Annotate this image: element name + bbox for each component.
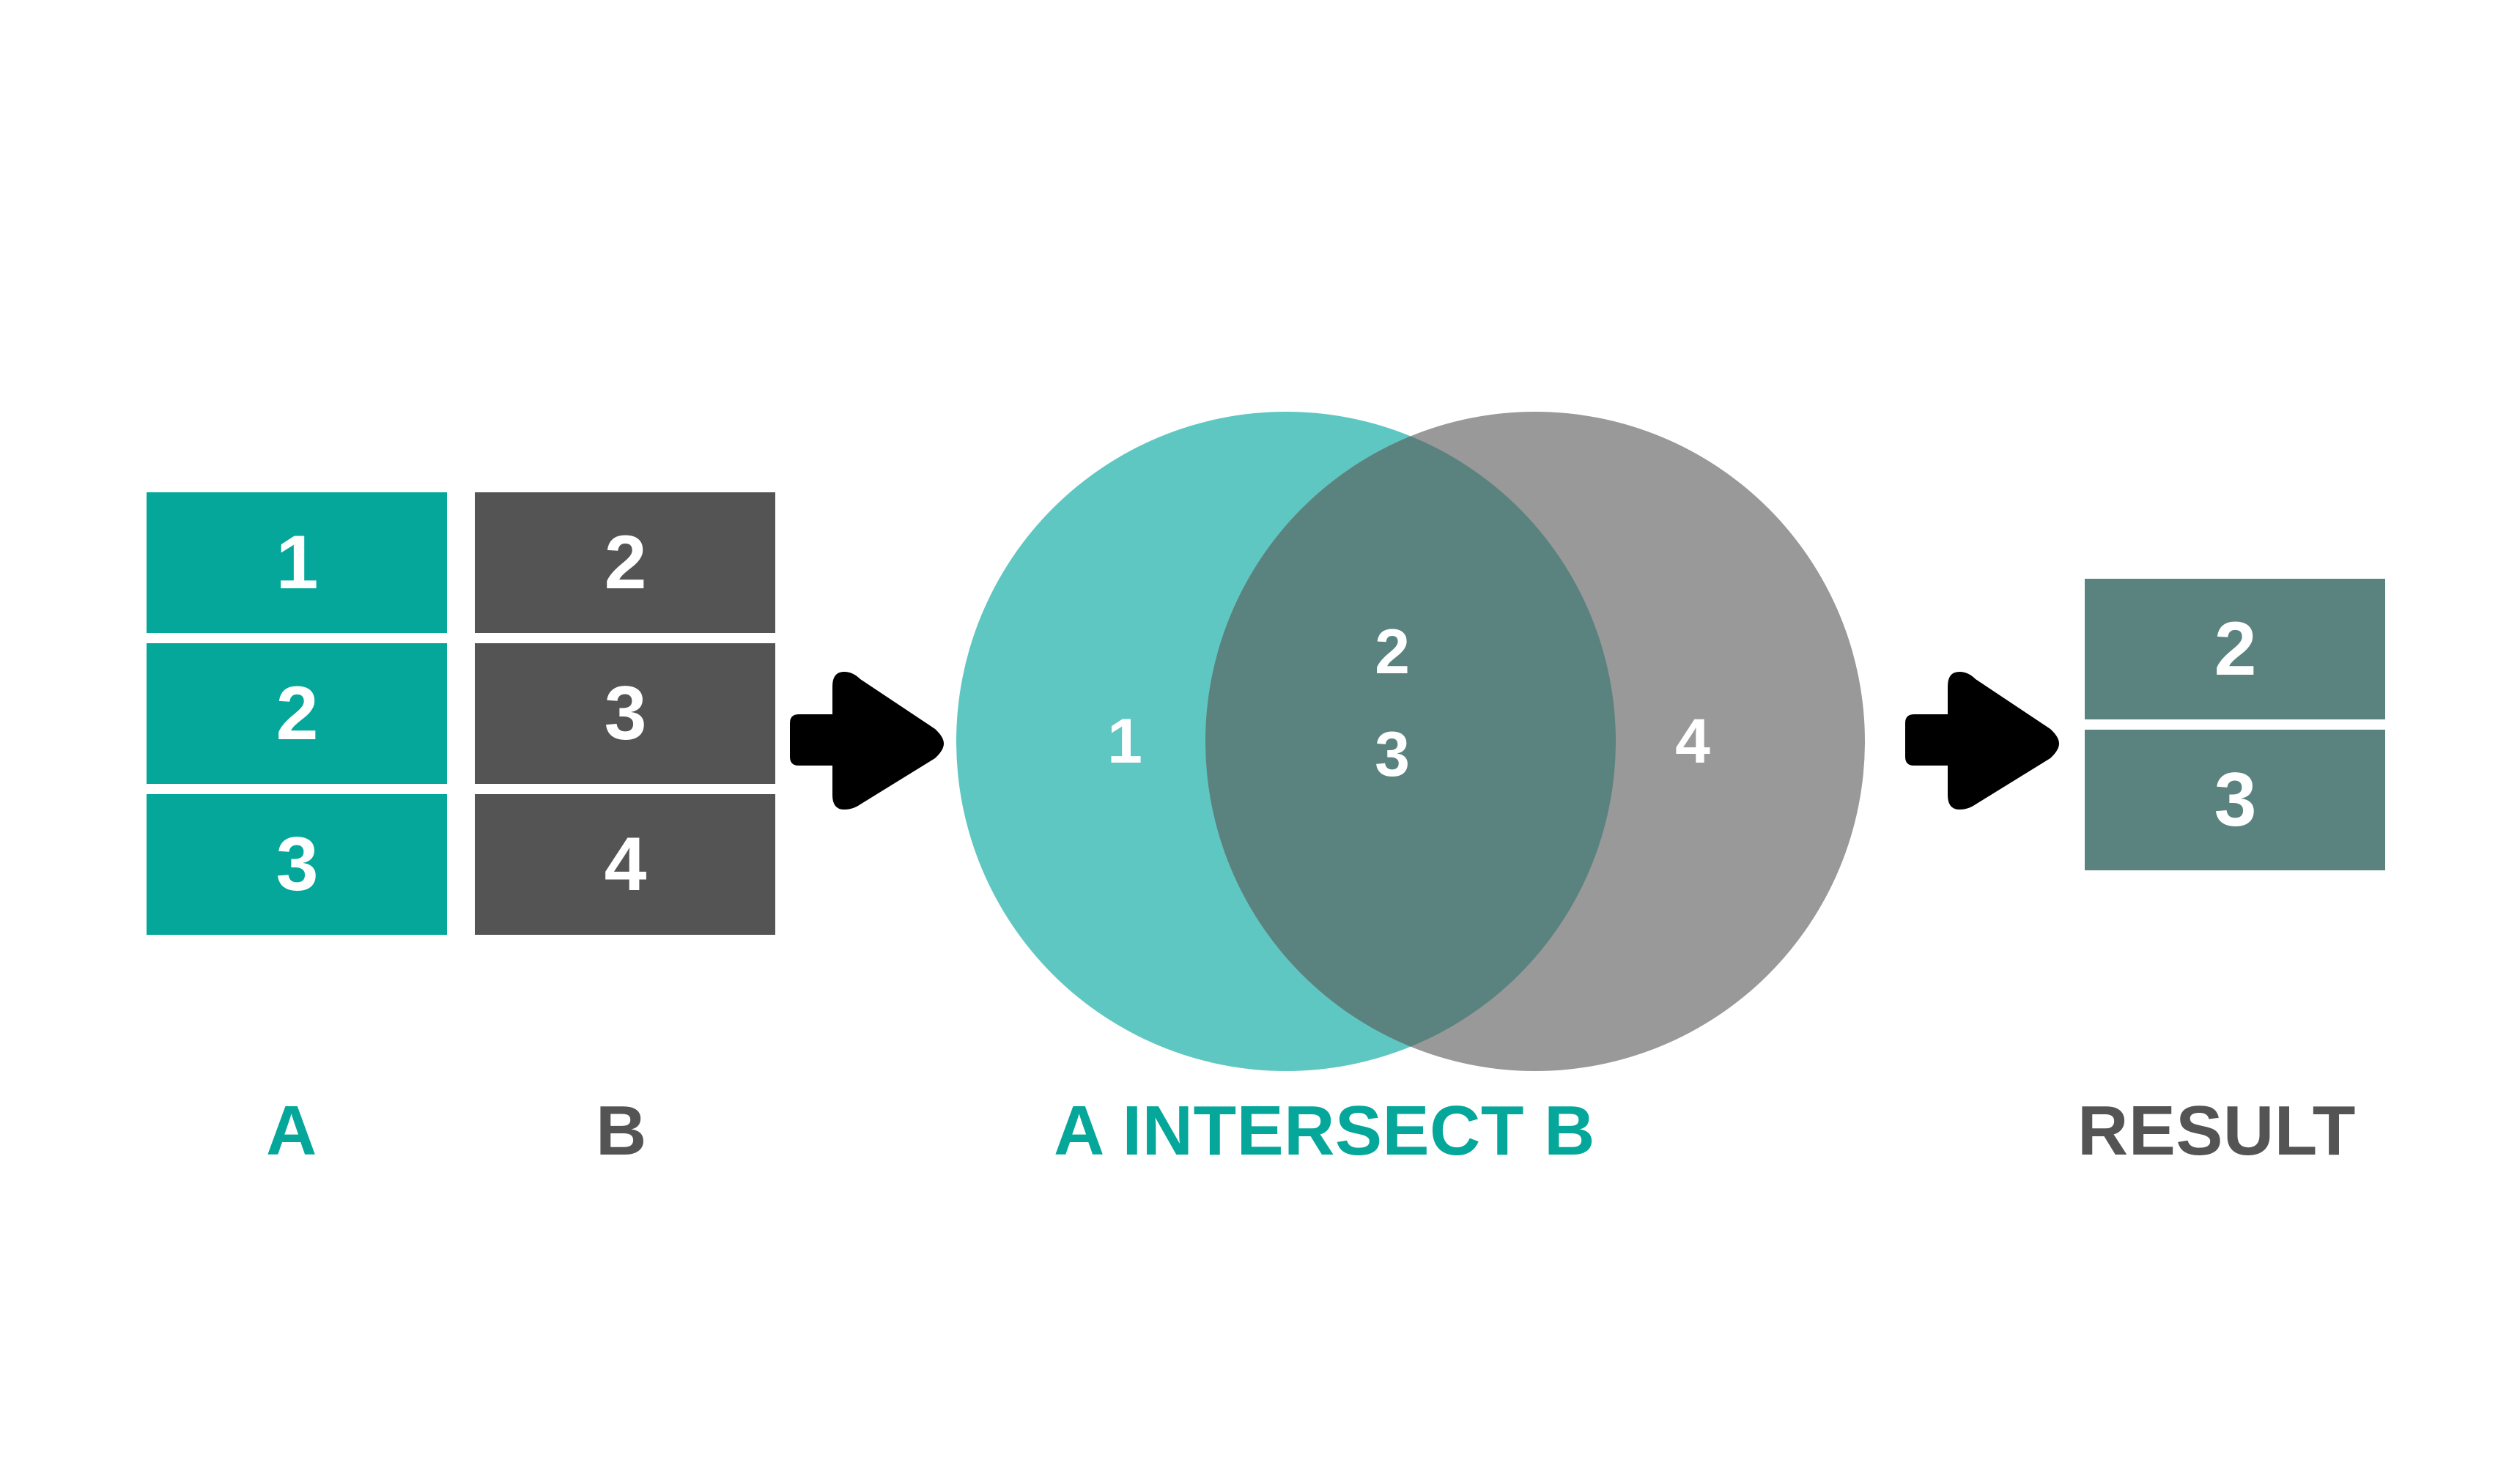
arrow-right-icon (790, 670, 944, 810)
venn-overlap-region (1205, 412, 1616, 1071)
caption-set-a: A (266, 1092, 317, 1170)
set-a-item: 2 (147, 643, 447, 784)
result-column: 2 3 (2085, 579, 2385, 870)
set-a-column: 1 2 3 (147, 492, 447, 935)
set-a-item: 1 (147, 492, 447, 633)
set-b-column: 2 3 4 (475, 492, 775, 935)
set-a-item: 3 (147, 794, 447, 935)
arrow-right-icon (1905, 670, 2059, 810)
caption-set-b: B (596, 1092, 647, 1170)
result-item: 3 (2085, 730, 2385, 870)
set-b-item: 2 (475, 492, 775, 633)
caption-result: RESULT (2077, 1092, 2356, 1170)
set-b-item: 3 (475, 643, 775, 784)
caption-venn: A INTERSECT B (1054, 1092, 1595, 1170)
set-b-item: 4 (475, 794, 775, 935)
result-item: 2 (2085, 579, 2385, 719)
venn-diagram: 1 2 3 4 (953, 403, 1872, 1081)
